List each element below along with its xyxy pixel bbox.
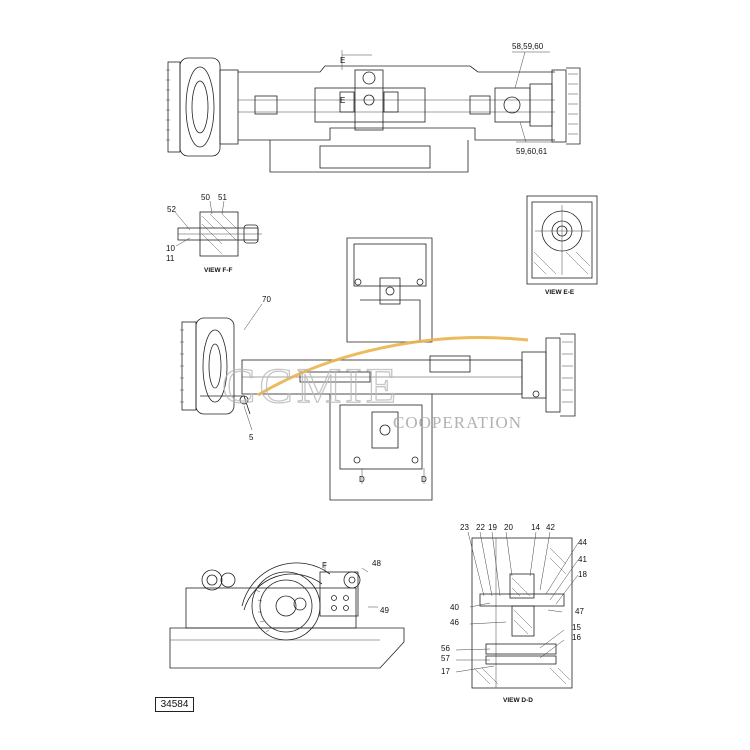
callout-15: 15 bbox=[572, 623, 581, 632]
callout-44: 44 bbox=[578, 538, 587, 547]
callout-70: 70 bbox=[262, 295, 271, 304]
callout-58-59-60: 58,59,60 bbox=[512, 42, 544, 51]
callout-50: 50 bbox=[201, 193, 210, 202]
callout-46: 46 bbox=[450, 618, 459, 627]
callout-59-60-61: 59,60,61 bbox=[516, 147, 548, 156]
section-e-lower-marker: E bbox=[340, 96, 345, 105]
watermark-brand: CCMIE bbox=[222, 357, 400, 413]
view-ff-label: VIEW F-F bbox=[204, 267, 233, 274]
callout-42: 42 bbox=[546, 523, 555, 532]
top-left-wheel bbox=[166, 57, 239, 157]
section-d-right-marker: D bbox=[421, 475, 427, 484]
callout-41: 41 bbox=[578, 555, 587, 564]
callout-49: 49 bbox=[380, 606, 389, 615]
section-d-left-marker: D bbox=[359, 475, 365, 484]
side-view: F 48 49 bbox=[169, 559, 405, 669]
callout-20: 20 bbox=[504, 523, 513, 532]
callout-10: 10 bbox=[166, 244, 175, 253]
watermark: CCMIE COOPERATION bbox=[221, 336, 529, 432]
section-e-upper-marker: E bbox=[340, 56, 345, 65]
callout-23: 23 bbox=[460, 523, 469, 532]
top-assembly: E E 58,59,60 59,60,61 bbox=[166, 42, 581, 173]
middle-right-hub bbox=[521, 333, 576, 417]
drawing-number: 34584 bbox=[155, 697, 194, 712]
callout-22: 22 bbox=[476, 523, 485, 532]
callout-11: 11 bbox=[166, 254, 175, 263]
callout-19: 19 bbox=[488, 523, 497, 532]
callout-56: 56 bbox=[441, 644, 450, 653]
top-right-hub bbox=[529, 67, 581, 145]
callout-47: 47 bbox=[575, 607, 584, 616]
callout-48: 48 bbox=[372, 559, 381, 568]
middle-assembly: 70 5 D D bbox=[180, 237, 576, 501]
callout-14: 14 bbox=[531, 523, 540, 532]
watermark-swoosh bbox=[257, 336, 529, 397]
view-dd-label: VIEW D-D bbox=[503, 697, 533, 704]
middle-left-wheel bbox=[180, 317, 251, 415]
callout-57: 57 bbox=[441, 654, 450, 663]
view-ee-label: VIEW E-E bbox=[545, 289, 575, 296]
callout-17: 17 bbox=[441, 667, 450, 676]
view-ee-detail: VIEW E-E bbox=[526, 195, 598, 296]
callout-40: 40 bbox=[450, 603, 459, 612]
callout-5: 5 bbox=[249, 433, 254, 442]
callout-52: 52 bbox=[167, 205, 176, 214]
view-ff-detail: 50 51 52 10 11 VIEW F-F bbox=[166, 193, 262, 274]
callout-16: 16 bbox=[572, 633, 581, 642]
callout-18: 18 bbox=[578, 570, 587, 579]
callout-51: 51 bbox=[218, 193, 227, 202]
watermark-subtitle: COOPERATION bbox=[393, 413, 522, 432]
view-dd-detail: 23 22 19 20 14 42 44 41 18 40 47 46 15 1… bbox=[441, 523, 587, 704]
section-f-marker: F bbox=[322, 561, 327, 570]
